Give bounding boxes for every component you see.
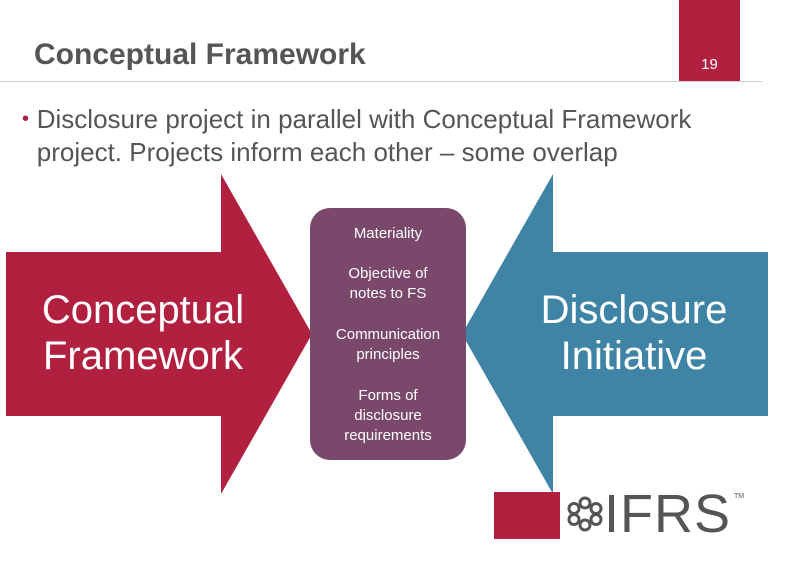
bullet-item: • Disclosure project in parallel with Co… <box>22 103 742 169</box>
overlap-item-line: principles <box>356 346 420 363</box>
overlap-item-line: disclosure <box>354 407 422 424</box>
slide-title: Conceptual Framework <box>34 38 366 71</box>
right-arrow-label: Disclosure Initiative <box>506 287 762 379</box>
page-number: 19 <box>701 56 718 73</box>
overlap-item-objective: Objective of notes to FS <box>310 264 466 304</box>
trademark-mark: TM <box>734 493 745 500</box>
overlap-item-line: Materiality <box>353 225 423 242</box>
overlap-item-materiality: Materiality <box>310 224 466 244</box>
page-number-badge: 19 <box>679 0 740 81</box>
overlap-item-line: requirements <box>344 427 432 444</box>
bullet-text: Disclosure project in parallel with Conc… <box>36 104 692 167</box>
left-arrow-label: Conceptual Framework <box>14 287 272 379</box>
left-arrow-line-1: Conceptual <box>41 288 245 332</box>
ifrs-logo-text: IFRS <box>604 484 732 544</box>
left-arrow-shape <box>6 174 312 494</box>
title-divider <box>0 81 762 82</box>
right-arrow-shape <box>462 174 768 494</box>
overlap-box: Materiality Objective of notes to FS Com… <box>310 208 466 460</box>
overlap-item-line: notes to FS <box>349 285 427 302</box>
left-arrow-line-2: Framework <box>42 334 244 378</box>
right-arrow-line-2: Initiative <box>560 334 708 378</box>
overlap-item-line: Forms of <box>358 387 418 404</box>
overlap-item-forms: Forms of disclosure requirements <box>310 386 466 446</box>
overlap-item-communication: Communication principles <box>310 325 466 365</box>
logo-bar <box>494 492 560 539</box>
right-arrow-line-1: Disclosure <box>540 288 728 332</box>
overlap-item-line: Objective of <box>348 265 428 282</box>
overlap-item-line: Communication <box>335 326 441 343</box>
bullet-dot-icon: • <box>22 108 30 130</box>
ifrs-emblem-icon <box>567 496 603 532</box>
